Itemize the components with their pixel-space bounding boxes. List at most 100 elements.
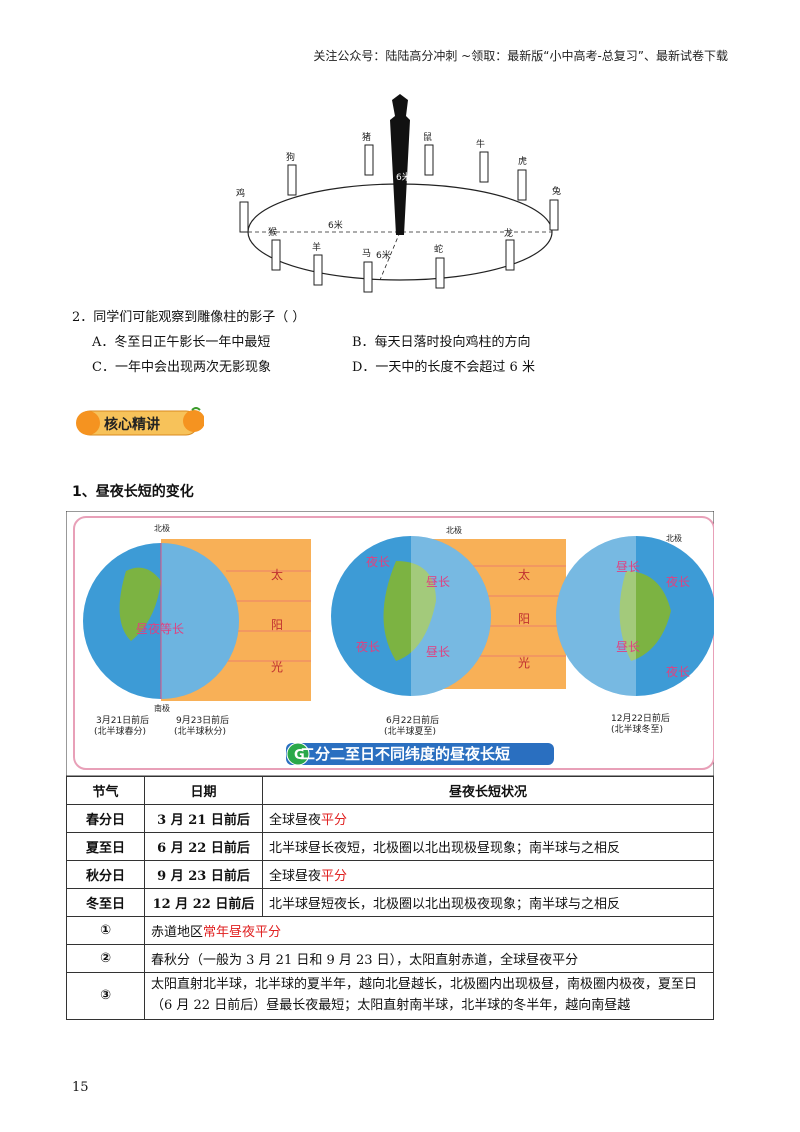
globe-equinox — [83, 543, 239, 699]
note-row: ② 春秋分（一般为 3 月 21 日和 9 月 23 日），太阳直射赤道，全球昼… — [66, 944, 714, 973]
note-row: ① 赤道地区常年昼夜平分 — [66, 916, 714, 945]
date-cell: 3 月 21 日前后 — [144, 804, 263, 833]
option-c: C．一年中会出现两次无影现象 — [92, 360, 271, 375]
zodiac-label: 兔 — [552, 185, 561, 197]
height-label: 6米 — [396, 171, 411, 183]
table-row: 夏至日 6 月 22 日前后 北半球昼长夜短，北极圈以北出现极昼现象；南半球与之… — [66, 832, 714, 861]
table-row: 冬至日 12 月 22 日前后 北半球昼短夜长，北极圈以北出现极夜现象；南半球与… — [66, 888, 714, 917]
note-text: 太阳直射北半球，北半球的夏半年，越向北昼越长，北极圈内出现极昼，南极圈内极夜，夏… — [144, 972, 714, 1020]
globe-winter — [556, 536, 714, 696]
zodiac-label: 鸡 — [236, 187, 245, 199]
option-b: B．每天日落时投向鸡柱的方向 — [352, 335, 531, 350]
radius-label: 6米 — [328, 219, 343, 231]
zodiac-label: 马 — [362, 248, 371, 259]
figure-caption: 二分二至日不同纬度的昼夜长短 — [300, 745, 511, 763]
sun-text: 太 — [271, 567, 283, 582]
orange-icon — [183, 410, 204, 432]
desc-cell: 全球昼夜平分 — [262, 860, 714, 889]
day-night-text: 昼长 — [426, 575, 450, 589]
question-stem: 2．同学们可能观察到雕像柱的影子（ ） — [72, 310, 306, 325]
sundial-diagram: 狗 猪 鼠 牛 虎 兔 鸡 猴 羊 马 蛇 龙 6米 6米 6米 — [236, 94, 561, 293]
caption-banner — [286, 743, 554, 765]
zodiac-label: 牛 — [476, 138, 485, 150]
option-d: D．一天中的长度不会超过 6 米 — [352, 360, 535, 375]
desc-cell: 北半球昼短夜长，北极圈以北出现极夜现象；南半球与之相反 — [262, 888, 714, 917]
date-sub: (北半球春分) — [94, 725, 146, 737]
day-night-text: 夜长 — [666, 574, 690, 589]
table-row: 秋分日 9 月 23 日前后 全球昼夜平分 — [66, 860, 714, 889]
equal-text: 昼夜等长 — [136, 621, 184, 636]
date-cell: 6 月 22 日前后 — [144, 832, 263, 861]
desc-cell: 全球昼夜平分 — [262, 804, 714, 833]
zodiac-label: 虎 — [518, 155, 527, 167]
zodiac-label: 猪 — [362, 131, 371, 143]
front-label: 6米 — [376, 249, 391, 261]
day-night-text: 昼长 — [426, 645, 450, 659]
sun-text: 光 — [518, 656, 530, 670]
section-badge — [76, 407, 204, 436]
section-title: 1、昼夜长短的变化 — [72, 484, 194, 500]
north-pole-label: 北极 — [666, 533, 682, 543]
day-night-text: 昼长 — [616, 640, 640, 654]
date-label: 6月22日前后 — [386, 714, 439, 726]
note-highlight: 常年昼夜平分 — [203, 925, 282, 940]
daylight-table: 节气 日期 昼夜长短状况 春分日 3 月 21 日前后 全球昼夜平分 夏至日 6… — [66, 776, 714, 1020]
sun-text: 太 — [518, 567, 530, 582]
note-pre: 赤道地区 — [151, 925, 204, 940]
note-mark: ① — [66, 916, 145, 945]
caption-letter-circle — [286, 742, 310, 766]
south-pole-label: 南极 — [154, 703, 170, 713]
desc-highlight: 平分 — [321, 813, 348, 828]
zodiac-label: 狗 — [286, 151, 295, 163]
sun-text: 光 — [271, 660, 283, 674]
day-night-text: 夜长 — [366, 554, 390, 569]
desc-text: 全球昼夜 — [269, 813, 322, 828]
zodiac-label: 龙 — [504, 227, 513, 239]
zodiac-label: 鼠 — [423, 131, 432, 143]
desc-text: 全球昼夜 — [269, 869, 322, 884]
note-text: 赤道地区常年昼夜平分 — [144, 916, 714, 945]
zodiac-label: 猴 — [268, 226, 277, 238]
day-night-text: 夜长 — [356, 639, 380, 654]
north-pole-label: 北极 — [154, 523, 170, 533]
pillars — [239, 144, 559, 293]
table-header-row: 节气 日期 昼夜长短状况 — [66, 776, 714, 805]
date-cell: 9 月 23 日前后 — [144, 860, 263, 889]
note-row: ③ 太阳直射北半球，北半球的夏半年，越向北昼越长，北极圈内出现极昼，南极圈内极夜… — [66, 972, 714, 1020]
term-cell: 秋分日 — [66, 860, 145, 889]
note-text: 春秋分（一般为 3 月 21 日和 9 月 23 日），太阳直射赤道，全球昼夜平… — [144, 944, 714, 973]
caption-letter: G — [294, 748, 305, 763]
date-label: 9月23日前后 — [176, 714, 229, 726]
date-cell: 12 月 22 日前后 — [144, 888, 263, 917]
daylight-figure: G 太 阳 光 太 阳 光 昼夜等长 北极 南极 北极 北极 夜长 昼长 夜长 … — [66, 511, 714, 776]
zodiac-label: 羊 — [312, 241, 321, 253]
day-night-text: 夜长 — [666, 664, 690, 679]
page-header: 关注公众号：陆陆高分冲刺 ~领取：最新版“小中高考-总复习”、最新试卷下载 — [313, 49, 728, 63]
option-a: A．冬至日正午影长一年中最短 — [92, 335, 271, 350]
statue-column — [390, 94, 410, 235]
orange-icon — [76, 411, 100, 435]
note-mark: ③ — [66, 972, 145, 1020]
zodiac-label: 蛇 — [434, 243, 443, 255]
badge-label: 核心精讲 — [104, 417, 160, 433]
desc-highlight: 平分 — [321, 869, 348, 884]
globe-summer — [331, 536, 491, 696]
term-cell: 夏至日 — [66, 832, 145, 861]
term-cell: 冬至日 — [66, 888, 145, 917]
date-sub: (北半球秋分) — [174, 725, 226, 737]
day-night-text: 昼长 — [616, 560, 640, 574]
date-sub: (北半球夏至) — [384, 725, 436, 737]
page-number: 15 — [72, 1080, 89, 1095]
north-pole-label: 北极 — [446, 525, 462, 535]
header-cell: 节气 — [66, 776, 145, 805]
date-sub: (北半球冬至) — [611, 723, 663, 735]
desc-cell: 北半球昼长夜短，北极圈以北出现极昼现象；南半球与之相反 — [262, 832, 714, 861]
header-cell: 日期 — [144, 776, 263, 805]
date-label: 3月21日前后 — [96, 714, 149, 726]
sun-text: 阳 — [518, 612, 530, 626]
sun-text: 阳 — [271, 618, 283, 632]
term-cell: 春分日 — [66, 804, 145, 833]
note-mark: ② — [66, 944, 145, 973]
header-cell: 昼夜长短状况 — [262, 776, 714, 805]
table-row: 春分日 3 月 21 日前后 全球昼夜平分 — [66, 804, 714, 833]
